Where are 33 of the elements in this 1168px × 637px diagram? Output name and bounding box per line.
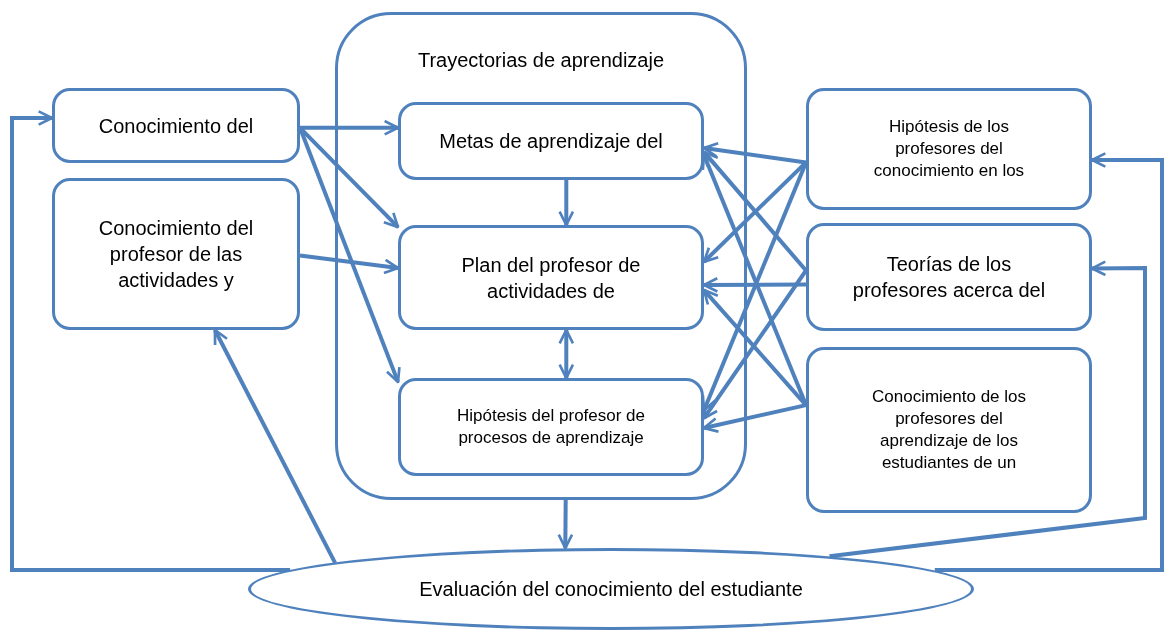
process-box	[398, 378, 704, 476]
node-text: Conocimiento del profesor de las actividades y	[97, 216, 255, 293]
node-text: Hipótesis del profesor de procesos de aprendizaje	[455, 404, 646, 449]
node-text: Evaluación del conocimiento del estudiante	[419, 577, 803, 602]
connector-arrow	[213, 328, 337, 564]
node-text: Teorías de los profesores acerca del	[851, 252, 1047, 303]
connector-arrow	[702, 403, 807, 433]
connector-arrow	[10, 110, 291, 573]
node-text: Plan del profesor de actividades de	[460, 252, 642, 304]
node-text: Conocimiento de los profesores del aprendizaje de los estudiantes de un	[871, 385, 1027, 475]
process-box	[806, 347, 1092, 513]
node-text: Metas de aprendizaje del	[439, 129, 663, 154]
connector-arrow	[298, 127, 401, 384]
connector-arrow	[558, 328, 575, 380]
group-container	[335, 12, 747, 500]
group-title: Trayectorias de aprendizaje	[417, 48, 665, 73]
connector-arrow	[299, 253, 400, 275]
process-box	[398, 102, 704, 180]
connector-arrow	[829, 260, 1147, 559]
connector-arrow	[702, 141, 807, 165]
process-box	[52, 178, 300, 330]
connector-arrow	[702, 276, 806, 293]
connector-arrow	[934, 152, 1164, 573]
connector-arrow	[702, 269, 808, 420]
process-box	[52, 88, 300, 163]
node-text: Conocimiento del	[98, 113, 254, 139]
connector-arrow	[300, 119, 400, 136]
process-box	[806, 223, 1092, 331]
connector-arrow	[558, 180, 575, 227]
process-box	[398, 225, 704, 330]
connector-arrow	[557, 500, 574, 550]
node-text: Hipótesis de los profesores del conocimiento en los	[873, 115, 1025, 183]
process-box	[806, 88, 1092, 210]
